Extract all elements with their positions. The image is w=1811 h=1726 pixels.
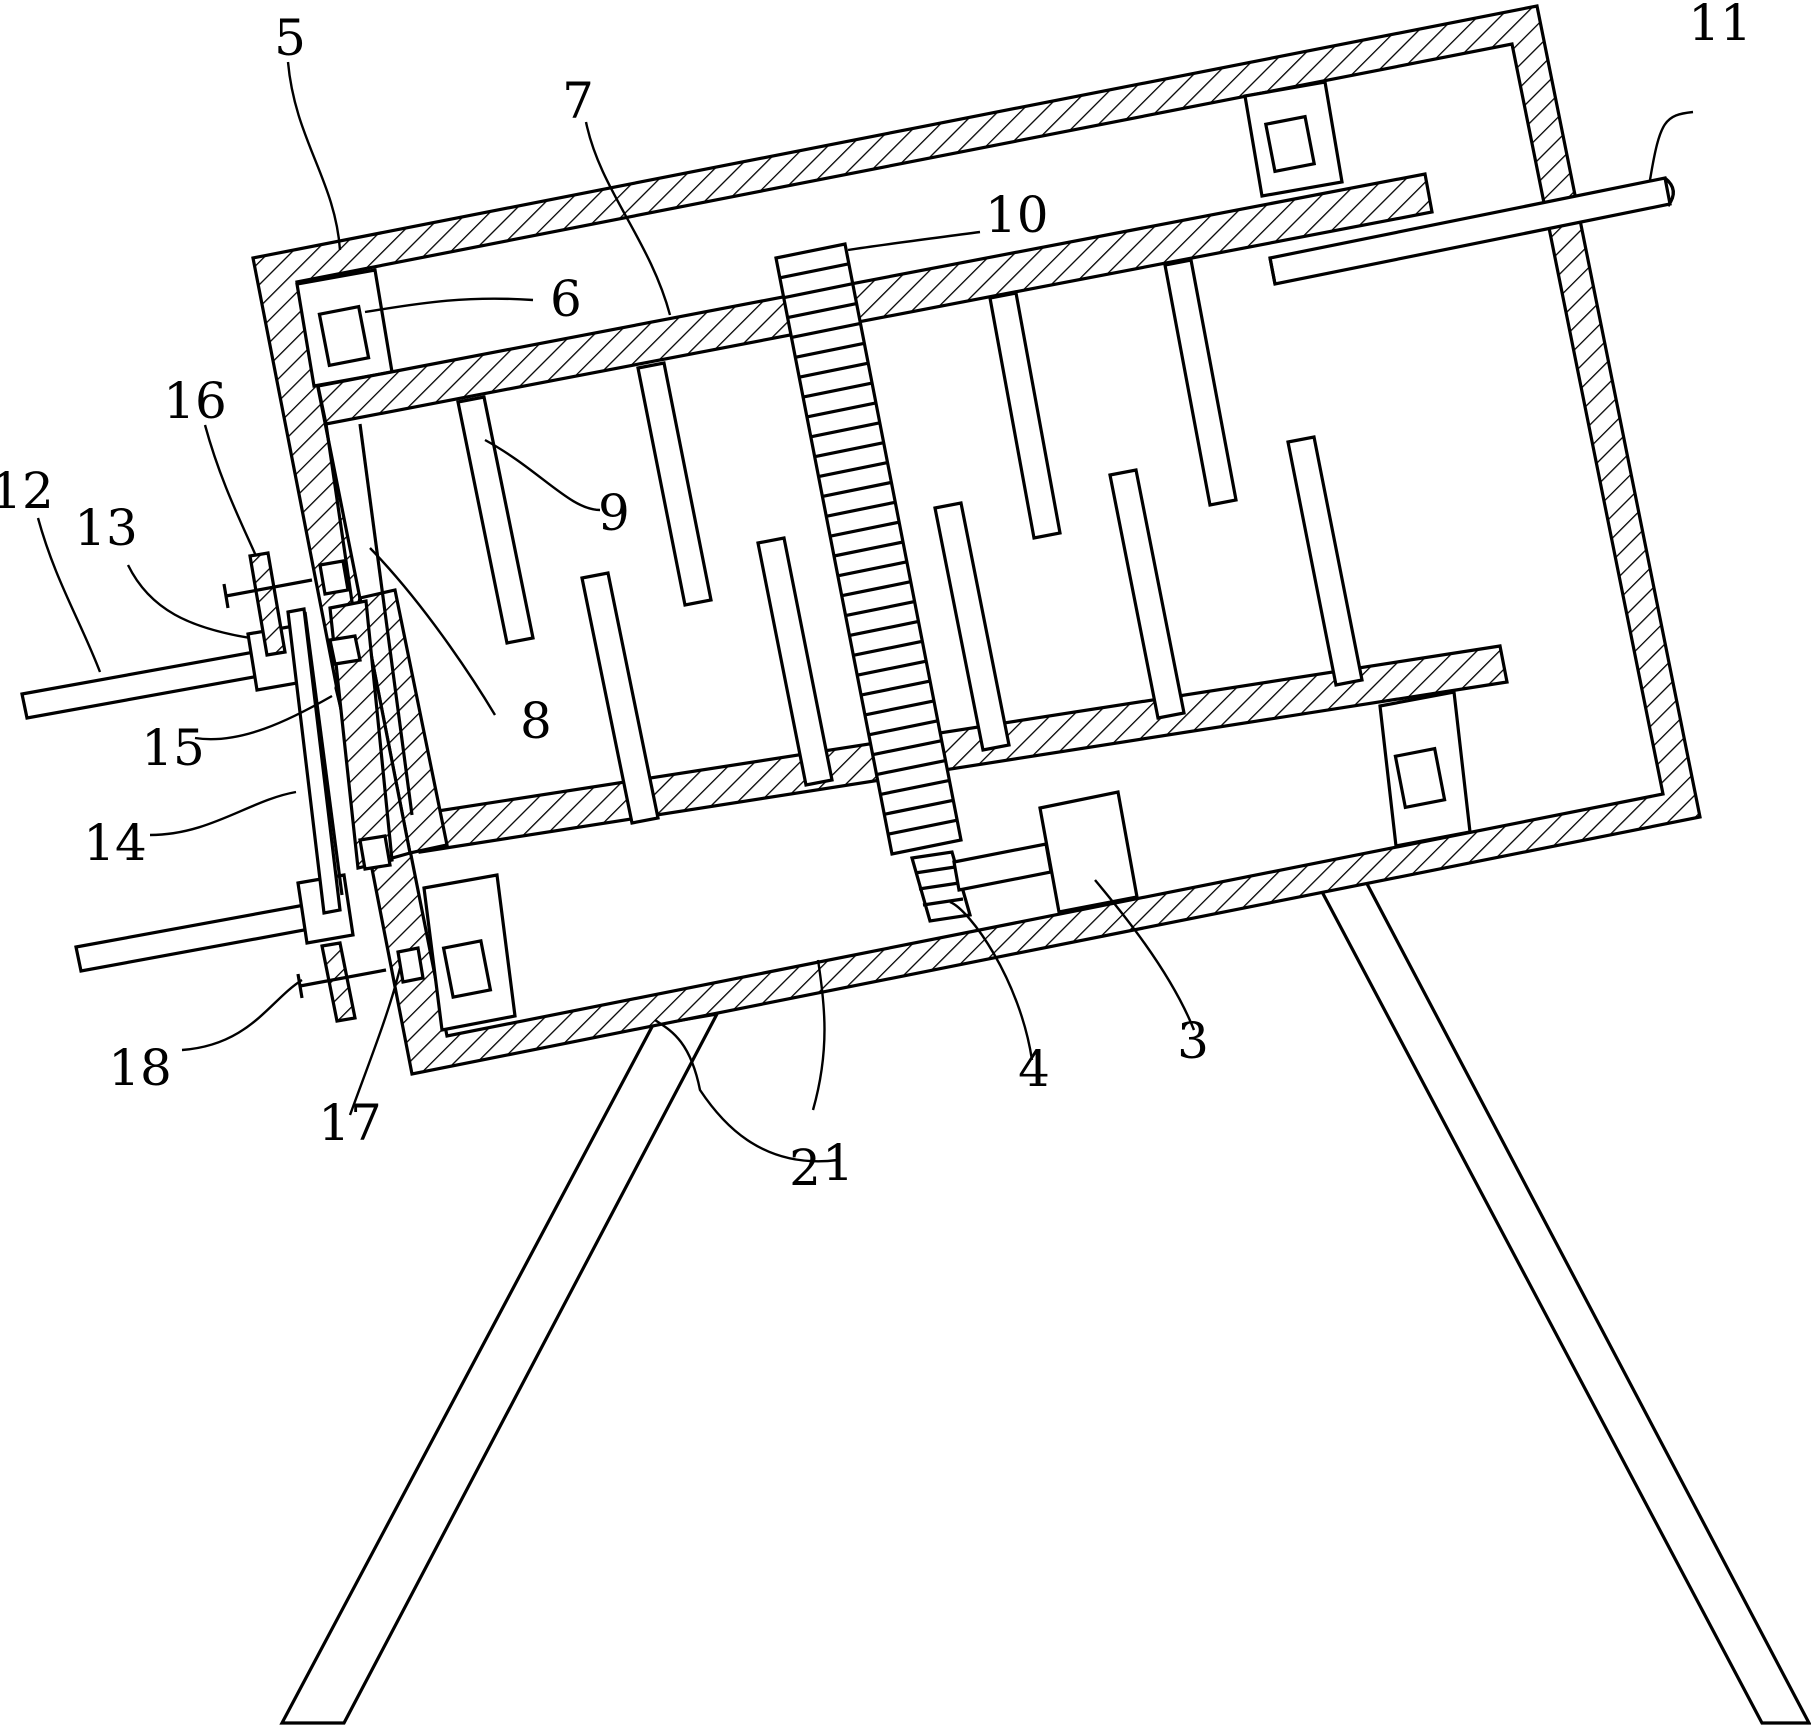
gear-tooth: [814, 441, 884, 459]
label-17: 17: [318, 1094, 382, 1152]
gear-tooth: [887, 818, 958, 836]
gear-tooth: [822, 480, 892, 498]
label-2: 2: [789, 1139, 821, 1197]
label-13: 13: [74, 499, 138, 557]
label-11: 11: [1688, 0, 1752, 52]
ring-gear: [774, 242, 963, 856]
gear-tooth: [841, 580, 912, 598]
label-6: 6: [550, 270, 582, 328]
stirring-blades-upper: [456, 258, 1238, 645]
connecting-rod: [286, 607, 344, 915]
gear-tooth: [825, 500, 896, 518]
label-8: 8: [520, 692, 552, 750]
label-10: 10: [985, 186, 1049, 244]
gear-tooth: [798, 361, 869, 379]
gear-tooth: [864, 699, 935, 717]
label-4: 4: [1018, 1040, 1050, 1098]
gear-tooth: [845, 600, 915, 618]
motor: [952, 790, 1139, 914]
stop-blocks: [318, 559, 425, 984]
bearing-seat-left-bottom: [422, 873, 517, 1032]
gear-tooth: [795, 341, 865, 359]
gear-tooth: [783, 282, 854, 300]
gear-tooth: [880, 778, 950, 796]
gear-tooth: [791, 321, 861, 340]
bearing-seat-right-top: [1243, 80, 1344, 198]
upper-shaft: [316, 172, 1434, 426]
label-9: 9: [598, 484, 630, 542]
gear-tooth: [829, 520, 900, 538]
label-12: 12: [0, 462, 54, 520]
stirring-blades-lower: [580, 435, 1364, 825]
gear-tooth: [818, 460, 888, 479]
label-18: 18: [108, 1039, 172, 1097]
leader-lines: [36, 61, 1694, 1163]
gear-tooth: [779, 262, 850, 280]
feed-pipe-lower: [74, 902, 317, 973]
gear-tooth: [810, 421, 881, 439]
gear-tooth: [883, 798, 954, 816]
clamp-bolt-lower: [296, 941, 387, 1023]
mounting-plate: [328, 599, 394, 870]
label-3: 3: [1177, 1012, 1209, 1070]
label-1: 1: [822, 1134, 854, 1192]
bearing-seat-left-top: [295, 268, 394, 388]
gear-tooth: [868, 719, 939, 737]
label-15: 15: [141, 719, 205, 777]
callout-labels: 5 6 7 9 8 10 11 12 13 16 15 14 18 17 1 2…: [0, 0, 1752, 1197]
gear-tooth: [876, 758, 946, 777]
discharge-pipe: [1268, 176, 1675, 286]
clamp-bolt-upper: [222, 551, 313, 657]
feed-pipe-upper: [20, 649, 267, 720]
gear-tooth: [806, 401, 877, 419]
gear-tooth: [787, 302, 857, 320]
gear-tooth: [837, 560, 908, 578]
gear-tooth: [802, 381, 873, 399]
label-14: 14: [83, 814, 147, 872]
label-16: 16: [163, 372, 227, 430]
gear-tooth: [872, 739, 942, 757]
gear-tooth: [853, 639, 923, 657]
gear-tooth: [833, 540, 904, 558]
gear-tooth: [860, 679, 931, 697]
label-5: 5: [274, 9, 306, 67]
gear-tooth: [849, 619, 919, 638]
bearing-seat-right-bottom: [1378, 690, 1472, 848]
gear-tooth: [856, 659, 927, 677]
label-7: 7: [562, 72, 594, 130]
